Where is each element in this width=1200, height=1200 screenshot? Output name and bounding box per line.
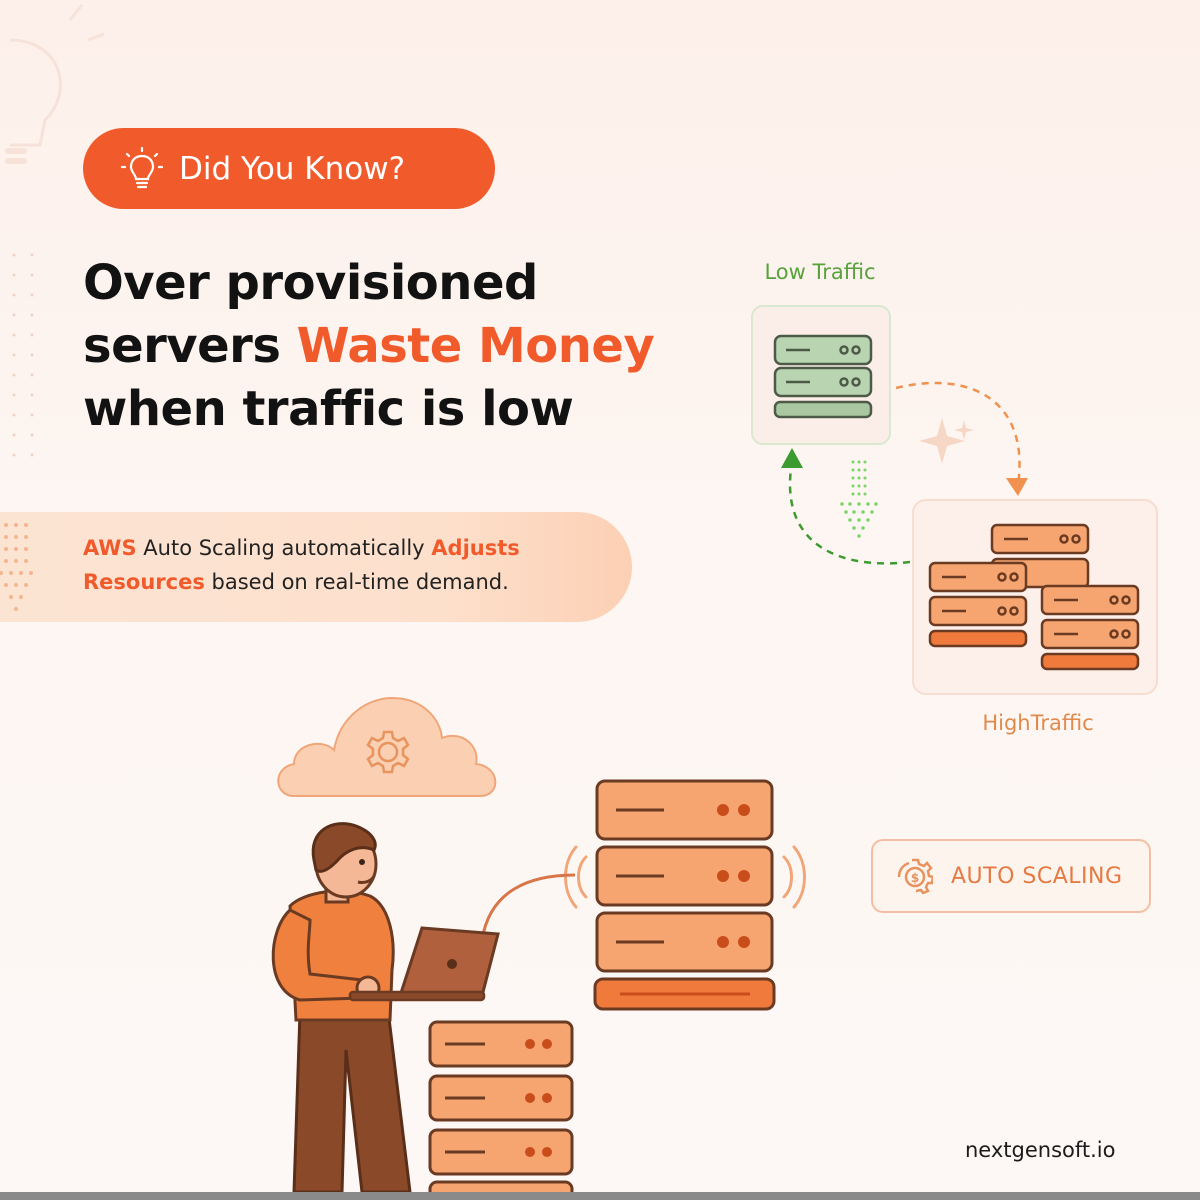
info-accent-adjusts: Adjusts Resources — [83, 536, 520, 594]
footer-website: nextgensoft.io — [965, 1138, 1116, 1162]
info-text-end: based on real-time demand. — [204, 570, 509, 594]
cloud-gear-icon — [277, 696, 497, 797]
main-server-rack-icon — [564, 779, 806, 1011]
person-with-laptop-illustration — [271, 822, 576, 1192]
scaling-arrows — [781, 381, 1028, 565]
headline-line-3: when traffic is low — [83, 381, 574, 437]
server-cluster-icon — [928, 523, 1140, 671]
high-traffic-card — [912, 499, 1158, 695]
info-accent-aws: AWS — [83, 536, 137, 560]
low-traffic-label: Low Traffic — [764, 260, 876, 284]
high-traffic-label: HighTraffic — [982, 711, 1094, 735]
headline-line-1: Over provisioned — [83, 255, 538, 311]
info-text-part: Auto Scaling automatically — [136, 536, 432, 560]
auto-scaling-badge: $ AUTO SCALING — [871, 839, 1151, 913]
info-band — [0, 512, 632, 622]
decorative-dot-arrow — [0, 523, 33, 611]
badge-label: Did You Know? — [179, 150, 406, 187]
headline-accent: Waste Money — [296, 318, 655, 374]
background-lightbulb-icon — [5, 4, 105, 164]
auto-scaling-label: AUTO SCALING — [951, 863, 1123, 889]
gear-dollar-icon: $ — [897, 858, 933, 894]
bottom-server-stack-icon — [428, 1020, 574, 1200]
headline-line-2-prefix: servers — [83, 318, 297, 374]
decorative-dots — [12, 253, 34, 457]
bottom-border — [0, 1192, 1200, 1200]
low-traffic-card — [751, 305, 891, 445]
svg-text:$: $ — [911, 871, 919, 885]
lightbulb-icon — [121, 146, 163, 188]
headline: Over provisioned servers Waste Money whe… — [83, 252, 723, 441]
did-you-know-badge: Did You Know? — [83, 128, 495, 209]
info-text: AWS Auto Scaling automatically Adjusts R… — [83, 531, 603, 599]
green-server-icon — [773, 334, 873, 419]
